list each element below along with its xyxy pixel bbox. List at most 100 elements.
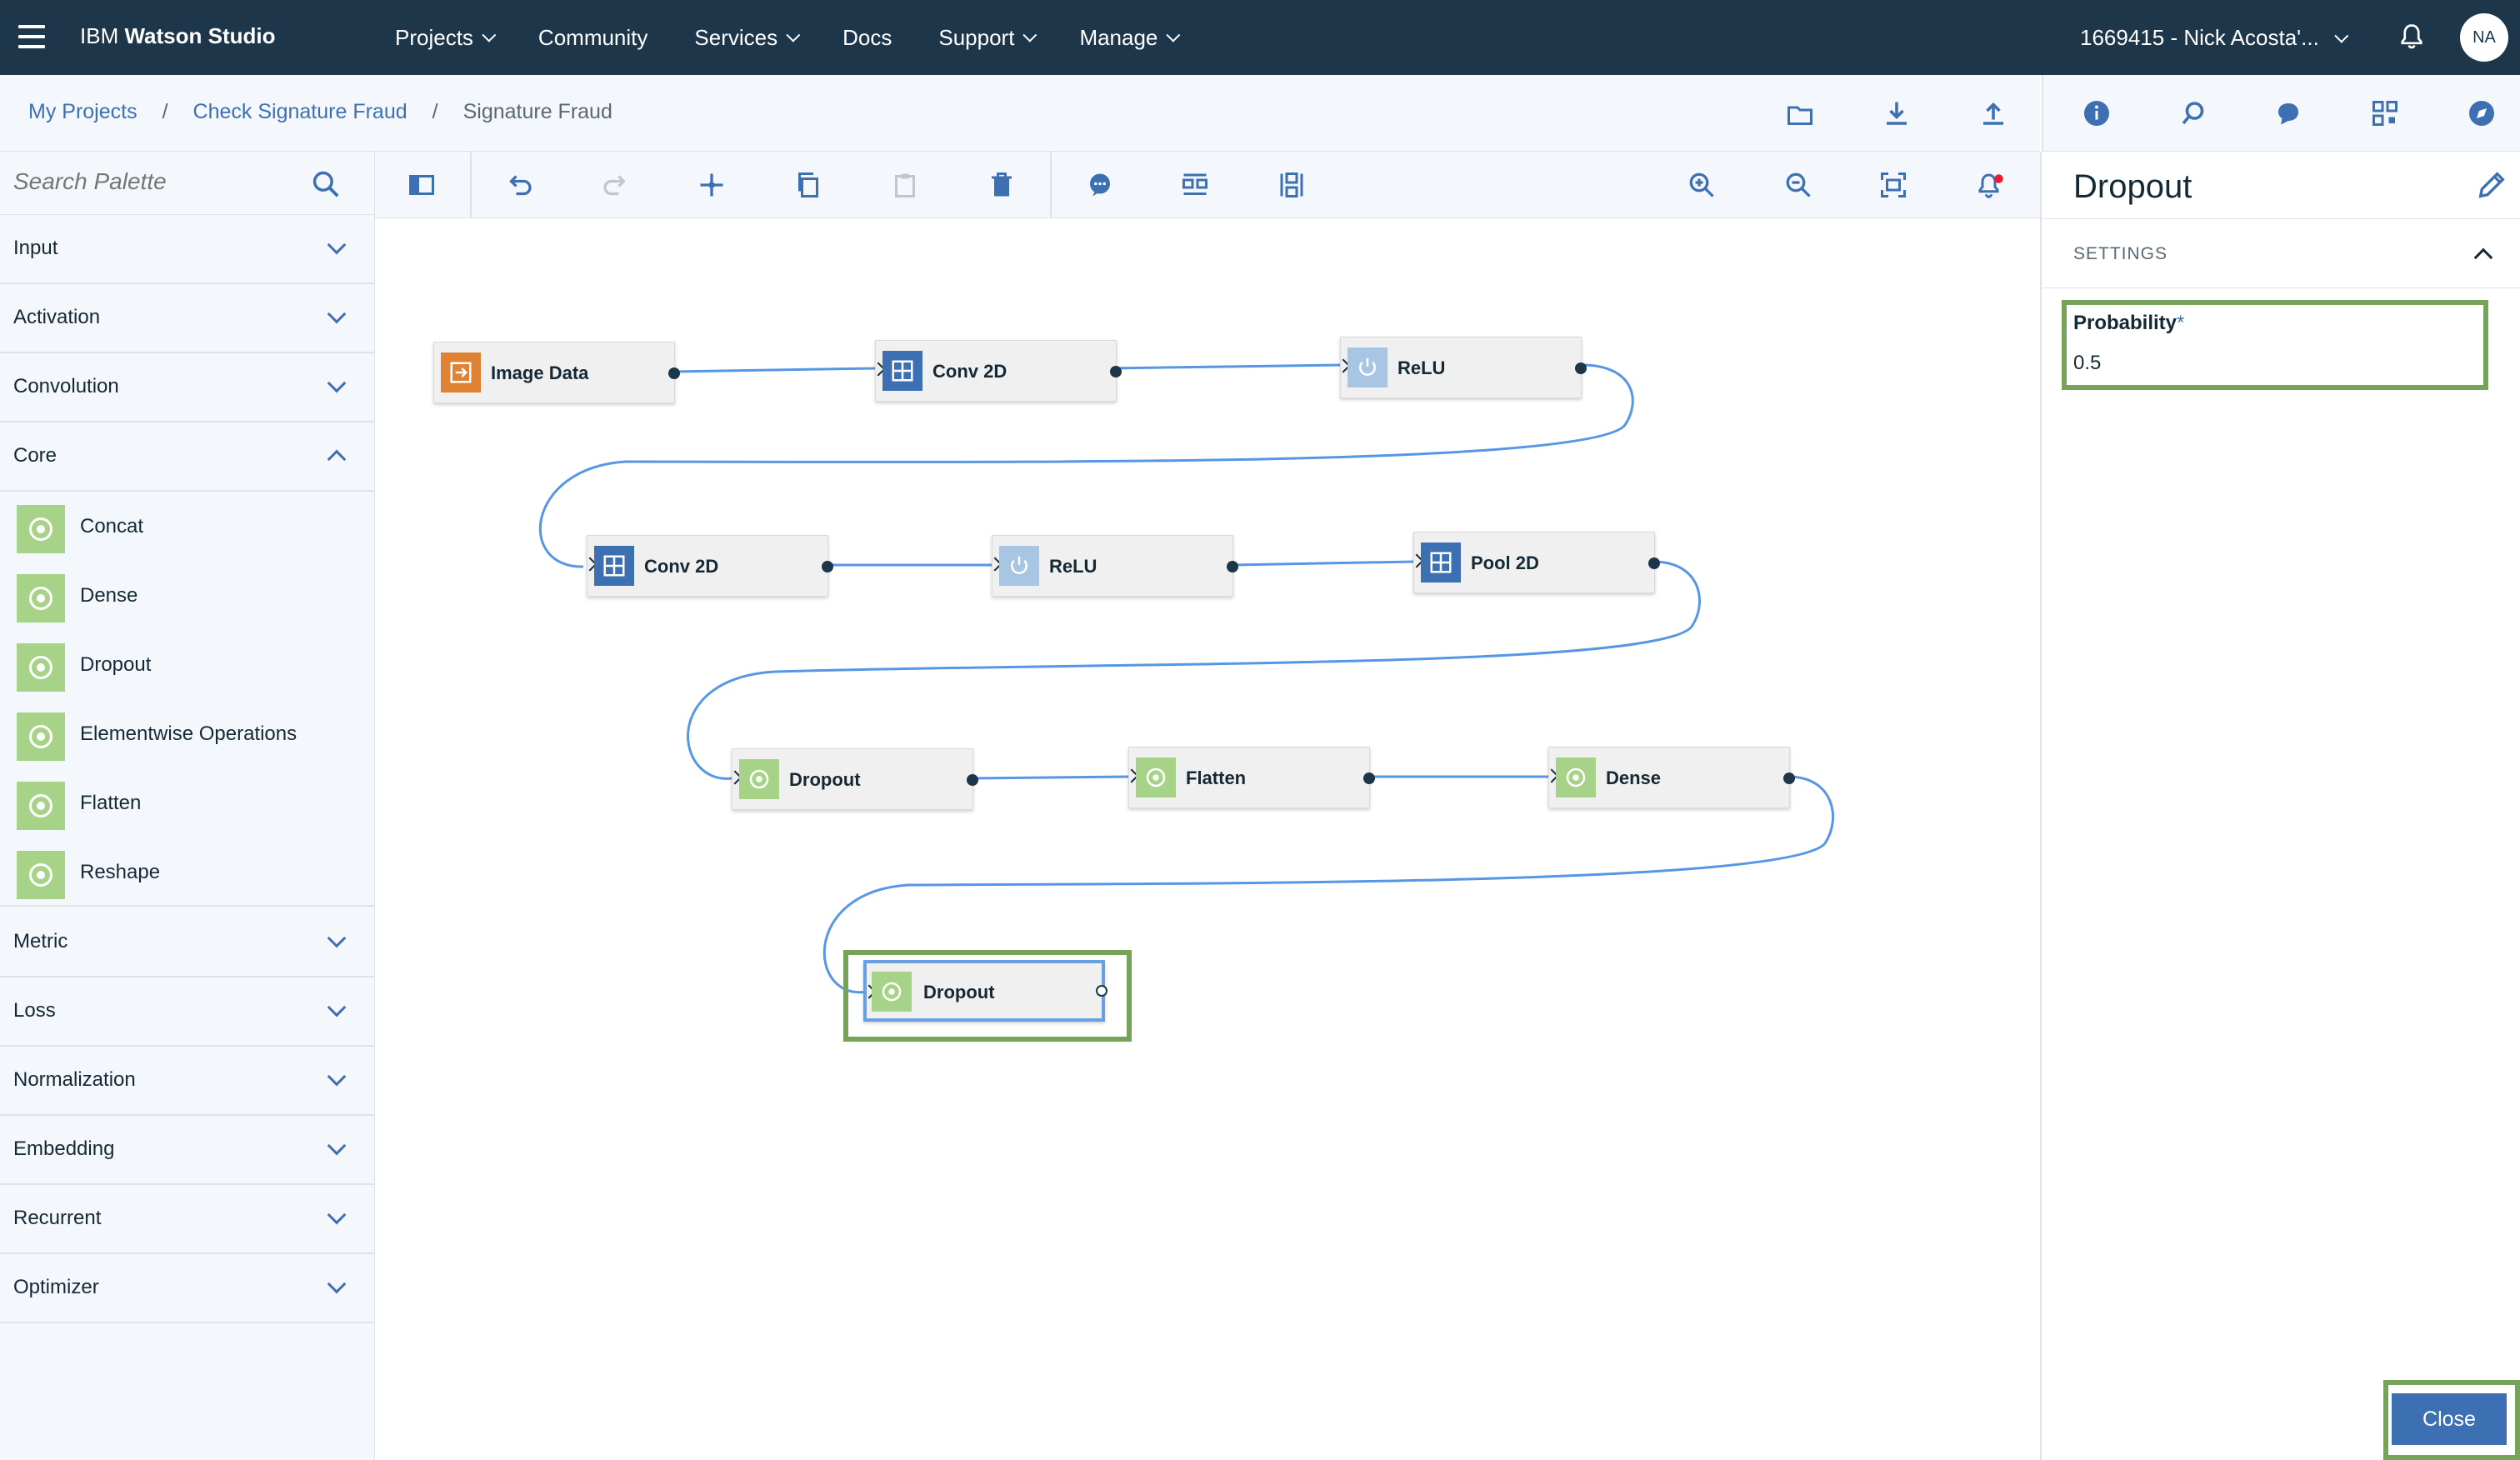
output-port[interactable] <box>1363 772 1375 784</box>
undo-icon[interactable] <box>505 170 535 200</box>
node-image-data[interactable]: Image Data <box>433 342 680 403</box>
output-port[interactable] <box>668 368 680 379</box>
zoom-to-fit-icon[interactable] <box>1878 170 1908 200</box>
account-label: 1669415 - Nick Acosta'... <box>2080 25 2319 50</box>
edit-pencil-icon[interactable] <box>2475 168 2508 202</box>
code-grid-icon[interactable] <box>2370 98 2400 128</box>
palette-category-optimizer[interactable]: Optimizer <box>0 1254 375 1323</box>
nav-services[interactable]: Services <box>694 25 801 51</box>
brand-prefix: IBM <box>80 23 119 48</box>
node-dense[interactable]: Dense <box>1544 747 1795 808</box>
notification-alert-icon[interactable] <box>1975 170 2005 200</box>
link-conv2d-relu <box>1108 363 1341 370</box>
nav-support[interactable]: Support <box>938 25 1038 51</box>
chevron-down-icon <box>327 235 347 255</box>
link-dropout-flatten <box>971 775 1129 780</box>
breadcrumb-project[interactable]: Check Signature Fraud <box>192 100 408 123</box>
output-port[interactable] <box>1227 561 1238 572</box>
account-switcher[interactable]: 1669415 - Nick Acosta'... <box>2080 25 2349 51</box>
zoom-in-icon[interactable] <box>1687 170 1717 200</box>
close-button-highlight: Close <box>2383 1380 2520 1460</box>
output-port[interactable] <box>1648 558 1660 569</box>
palette-category-convolution[interactable]: Convolution <box>0 353 375 422</box>
cut-icon[interactable] <box>697 170 727 200</box>
output-port[interactable] <box>1110 366 1122 378</box>
palette-category-metric[interactable]: Metric <box>0 908 375 978</box>
output-port[interactable] <box>1783 772 1795 784</box>
nav-manage[interactable]: Manage <box>1079 24 1181 51</box>
palette-category-normalization[interactable]: Normalization <box>0 1047 375 1116</box>
palette-category-input[interactable]: Input <box>0 215 375 284</box>
chevron-down-icon <box>327 1067 347 1087</box>
output-port[interactable] <box>1575 362 1587 374</box>
breadcrumb-bar: My Projects / Check Signature Fraud / Si… <box>0 75 2040 152</box>
output-port[interactable] <box>822 561 833 572</box>
breadcrumb-my-projects[interactable]: My Projects <box>28 100 138 123</box>
toggle-palette-icon[interactable] <box>407 170 437 200</box>
copy-icon[interactable] <box>793 170 823 200</box>
chevron-down-icon <box>1166 28 1181 42</box>
hyperparameter-icon[interactable] <box>2178 98 2208 128</box>
layer-node-icon <box>17 851 65 899</box>
category-label: Activation <box>13 306 101 328</box>
node-links <box>538 363 1834 994</box>
compass-icon[interactable] <box>2467 98 2497 128</box>
nav-docs[interactable]: Docs <box>842 25 892 51</box>
node-pool2d[interactable]: Pool 2D <box>1409 532 1660 593</box>
palette-item-dropout[interactable]: Dropout <box>0 630 375 699</box>
settings-section-header[interactable]: SETTINGS <box>2042 218 2520 288</box>
nav-projects[interactable]: Projects <box>395 25 497 51</box>
chevron-up-icon <box>2473 248 2493 268</box>
palette-category-activation[interactable]: Activation <box>0 284 375 353</box>
flow-canvas[interactable]: Image Data Conv 2D ReLU Conv 2D ReLU Poo… <box>375 218 2040 1460</box>
node-flatten[interactable]: Flatten <box>1124 747 1375 808</box>
folder-icon[interactable] <box>1785 100 1815 130</box>
nav-label: Manage <box>1079 24 1158 50</box>
node-relu[interactable]: ReLU <box>1336 337 1587 398</box>
node-dropout[interactable]: Dropout <box>728 748 978 810</box>
nav-community[interactable]: Community <box>538 25 648 51</box>
comment-icon[interactable] <box>1085 170 1115 200</box>
output-port[interactable] <box>1096 985 1108 997</box>
breadcrumb-separator: / <box>162 100 168 123</box>
arrange-vertical-icon[interactable] <box>1277 170 1307 200</box>
info-icon[interactable] <box>2082 98 2112 128</box>
search-icon[interactable] <box>310 168 342 200</box>
node-relu-2[interactable]: ReLU <box>988 535 1238 597</box>
power-icon <box>1348 348 1388 388</box>
output-port[interactable] <box>967 774 978 786</box>
palette-item-flatten[interactable]: Flatten <box>0 768 375 838</box>
delete-icon[interactable] <box>987 170 1017 200</box>
user-avatar[interactable]: NA <box>2460 13 2508 62</box>
breadcrumb-separator: / <box>432 100 438 123</box>
download-icon[interactable] <box>1882 98 1912 128</box>
chat-icon[interactable] <box>2273 98 2303 128</box>
node-conv2d[interactable]: Conv 2D <box>871 340 1122 402</box>
palette-item-elementwise-operations[interactable]: Elementwise Operations <box>0 699 375 768</box>
category-label: Recurrent <box>13 1207 102 1229</box>
category-label: Metric <box>13 930 68 952</box>
app-brand[interactable]: IBM Watson Studio <box>80 23 275 49</box>
notifications-bell-icon[interactable] <box>2397 22 2427 52</box>
link-relu-pool2d <box>1231 560 1414 567</box>
hamburger-menu-icon[interactable] <box>18 25 45 48</box>
search-input[interactable] <box>13 168 288 195</box>
node-dropout-selected[interactable]: Dropout <box>862 960 1108 1022</box>
probability-input[interactable] <box>2073 352 2473 375</box>
chevron-down-icon <box>786 28 801 42</box>
palette-category-loss[interactable]: Loss <box>0 978 375 1047</box>
palette-item-reshape[interactable]: Reshape <box>0 838 375 907</box>
node-label: Conv 2D <box>932 361 1008 382</box>
arrange-horizontal-icon[interactable] <box>1180 170 1210 200</box>
upload-icon[interactable] <box>1978 98 2008 128</box>
palette-item-concat[interactable]: Concat <box>0 492 375 561</box>
palette-category-embedding[interactable]: Embedding <box>0 1116 375 1185</box>
node-conv2d-2[interactable]: Conv 2D <box>582 535 833 597</box>
palette-category-recurrent[interactable]: Recurrent <box>0 1185 375 1254</box>
nav-label: Docs <box>842 24 892 50</box>
palette-item-dense[interactable]: Dense <box>0 561 375 630</box>
zoom-out-icon[interactable] <box>1783 170 1813 200</box>
palette-category-core[interactable]: Core <box>0 422 375 492</box>
toolbar-divider <box>470 152 472 218</box>
close-button[interactable]: Close <box>2392 1393 2507 1445</box>
